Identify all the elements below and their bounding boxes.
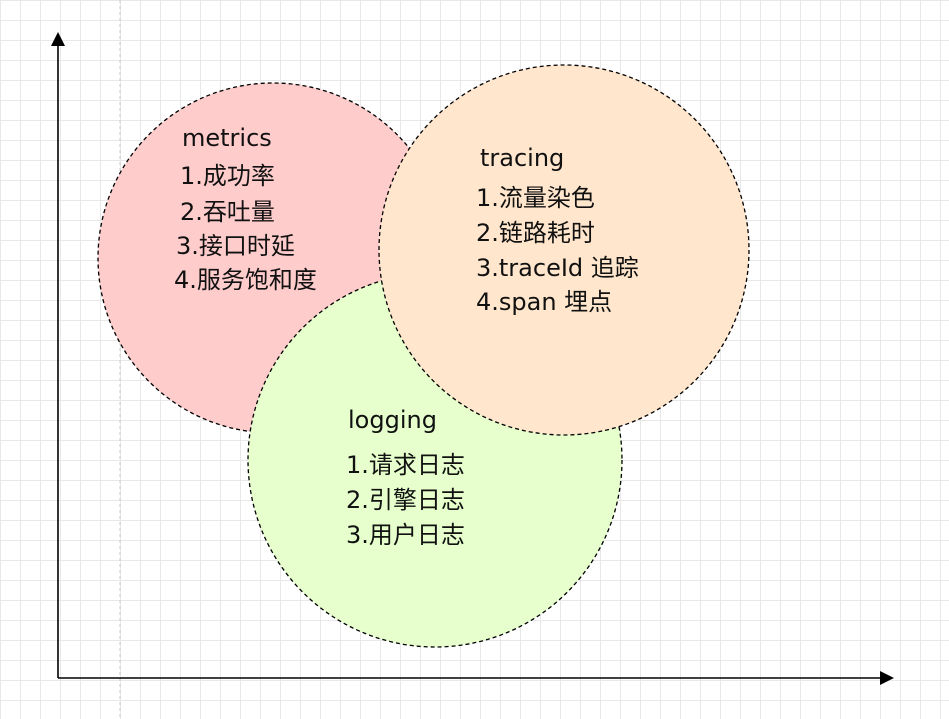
logging-item: 3.用户日志	[346, 521, 465, 549]
metrics-item: 1.成功率	[180, 162, 275, 190]
logging-item: 2.引擎日志	[346, 486, 465, 514]
tracing-circle	[378, 64, 750, 436]
tracing-item: 3.traceId 追踪	[476, 254, 639, 282]
logging-group: logging 1.请求日志 2.引擎日志 3.用户日志	[346, 406, 465, 549]
metrics-item: 4.服务饱和度	[174, 266, 317, 294]
tracing-item: 1.流量染色	[476, 184, 595, 212]
tracing-group: tracing 1.流量染色 2.链路耗时 3.traceId 追踪 4.spa…	[476, 144, 639, 316]
logging-item: 1.请求日志	[346, 451, 465, 479]
tracing-title: tracing	[480, 144, 564, 172]
x-axis-arrow-icon	[880, 671, 894, 685]
metrics-item: 2.吞吐量	[180, 198, 275, 226]
y-axis-arrow-icon	[51, 32, 65, 46]
metrics-item: 3.接口时延	[176, 232, 295, 260]
metrics-title: metrics	[182, 124, 272, 152]
metrics-group: metrics 1.成功率 2.吞吐量 3.接口时延 4.服务饱和度	[174, 124, 317, 294]
logging-title: logging	[348, 406, 437, 434]
tracing-item: 4.span 埋点	[476, 288, 612, 316]
axes	[51, 32, 894, 685]
tracing-item: 2.链路耗时	[476, 219, 595, 247]
